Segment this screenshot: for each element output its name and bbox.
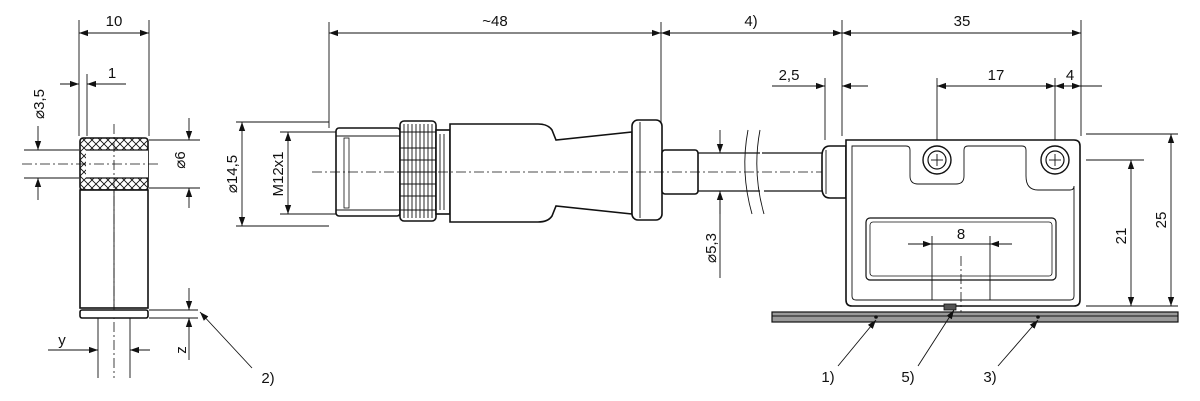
grip-housing bbox=[449, 123, 633, 223]
callout-1: 1) bbox=[821, 369, 834, 386]
dim-connector-length: ~48 bbox=[482, 13, 507, 30]
callout-2: 2) bbox=[261, 370, 274, 387]
callout-3: 3) bbox=[983, 369, 996, 386]
knurled-ring bbox=[399, 120, 437, 222]
sensing-spot bbox=[943, 303, 957, 311]
dim-sensor-width: 35 bbox=[954, 13, 971, 30]
dim-sensor-offset: 2,5 bbox=[779, 67, 800, 84]
callout-5: 5) bbox=[901, 369, 914, 386]
housing-inner-edge bbox=[851, 145, 1075, 301]
dim-hole-pitch: 17 bbox=[988, 67, 1005, 84]
cable-gland bbox=[821, 145, 847, 199]
dim-sensing-width: 8 bbox=[957, 226, 965, 243]
dim-side-inner-dia: ⌀6 bbox=[172, 151, 189, 168]
mounting-hole-right bbox=[1040, 145, 1070, 175]
mounting-rail bbox=[771, 311, 1179, 323]
dim-cable-length: 4) bbox=[744, 13, 757, 30]
dim-side-y: y bbox=[58, 332, 66, 349]
dim-cable-dia: ⌀5,3 bbox=[703, 233, 720, 263]
dim-thread: M12x1 bbox=[270, 151, 287, 196]
dim-side-z: z bbox=[173, 346, 190, 354]
dim-hole-edge: 4 bbox=[1066, 67, 1074, 84]
side-view: 10 1 ⌀3,5 ⌀6 z bbox=[22, 13, 275, 387]
dim-height-hole: 21 bbox=[1113, 228, 1130, 245]
dim-side-offset: 1 bbox=[108, 65, 116, 82]
connector-view: ~48 4) ⌀14,5 M12x1 bbox=[224, 13, 880, 278]
dim-height-total: 25 bbox=[1153, 212, 1170, 229]
side-base bbox=[79, 309, 149, 319]
dim-side-hole-dia: ⌀3,5 bbox=[31, 89, 48, 119]
mounting-hole-left bbox=[922, 145, 952, 175]
dim-side-width: 10 bbox=[106, 13, 123, 30]
dim-connector-dia: ⌀14,5 bbox=[224, 155, 241, 193]
sensor-view: 35 2,5 17 4 bbox=[771, 13, 1179, 386]
strain-relief bbox=[631, 119, 663, 221]
knurl-lines bbox=[400, 124, 436, 218]
